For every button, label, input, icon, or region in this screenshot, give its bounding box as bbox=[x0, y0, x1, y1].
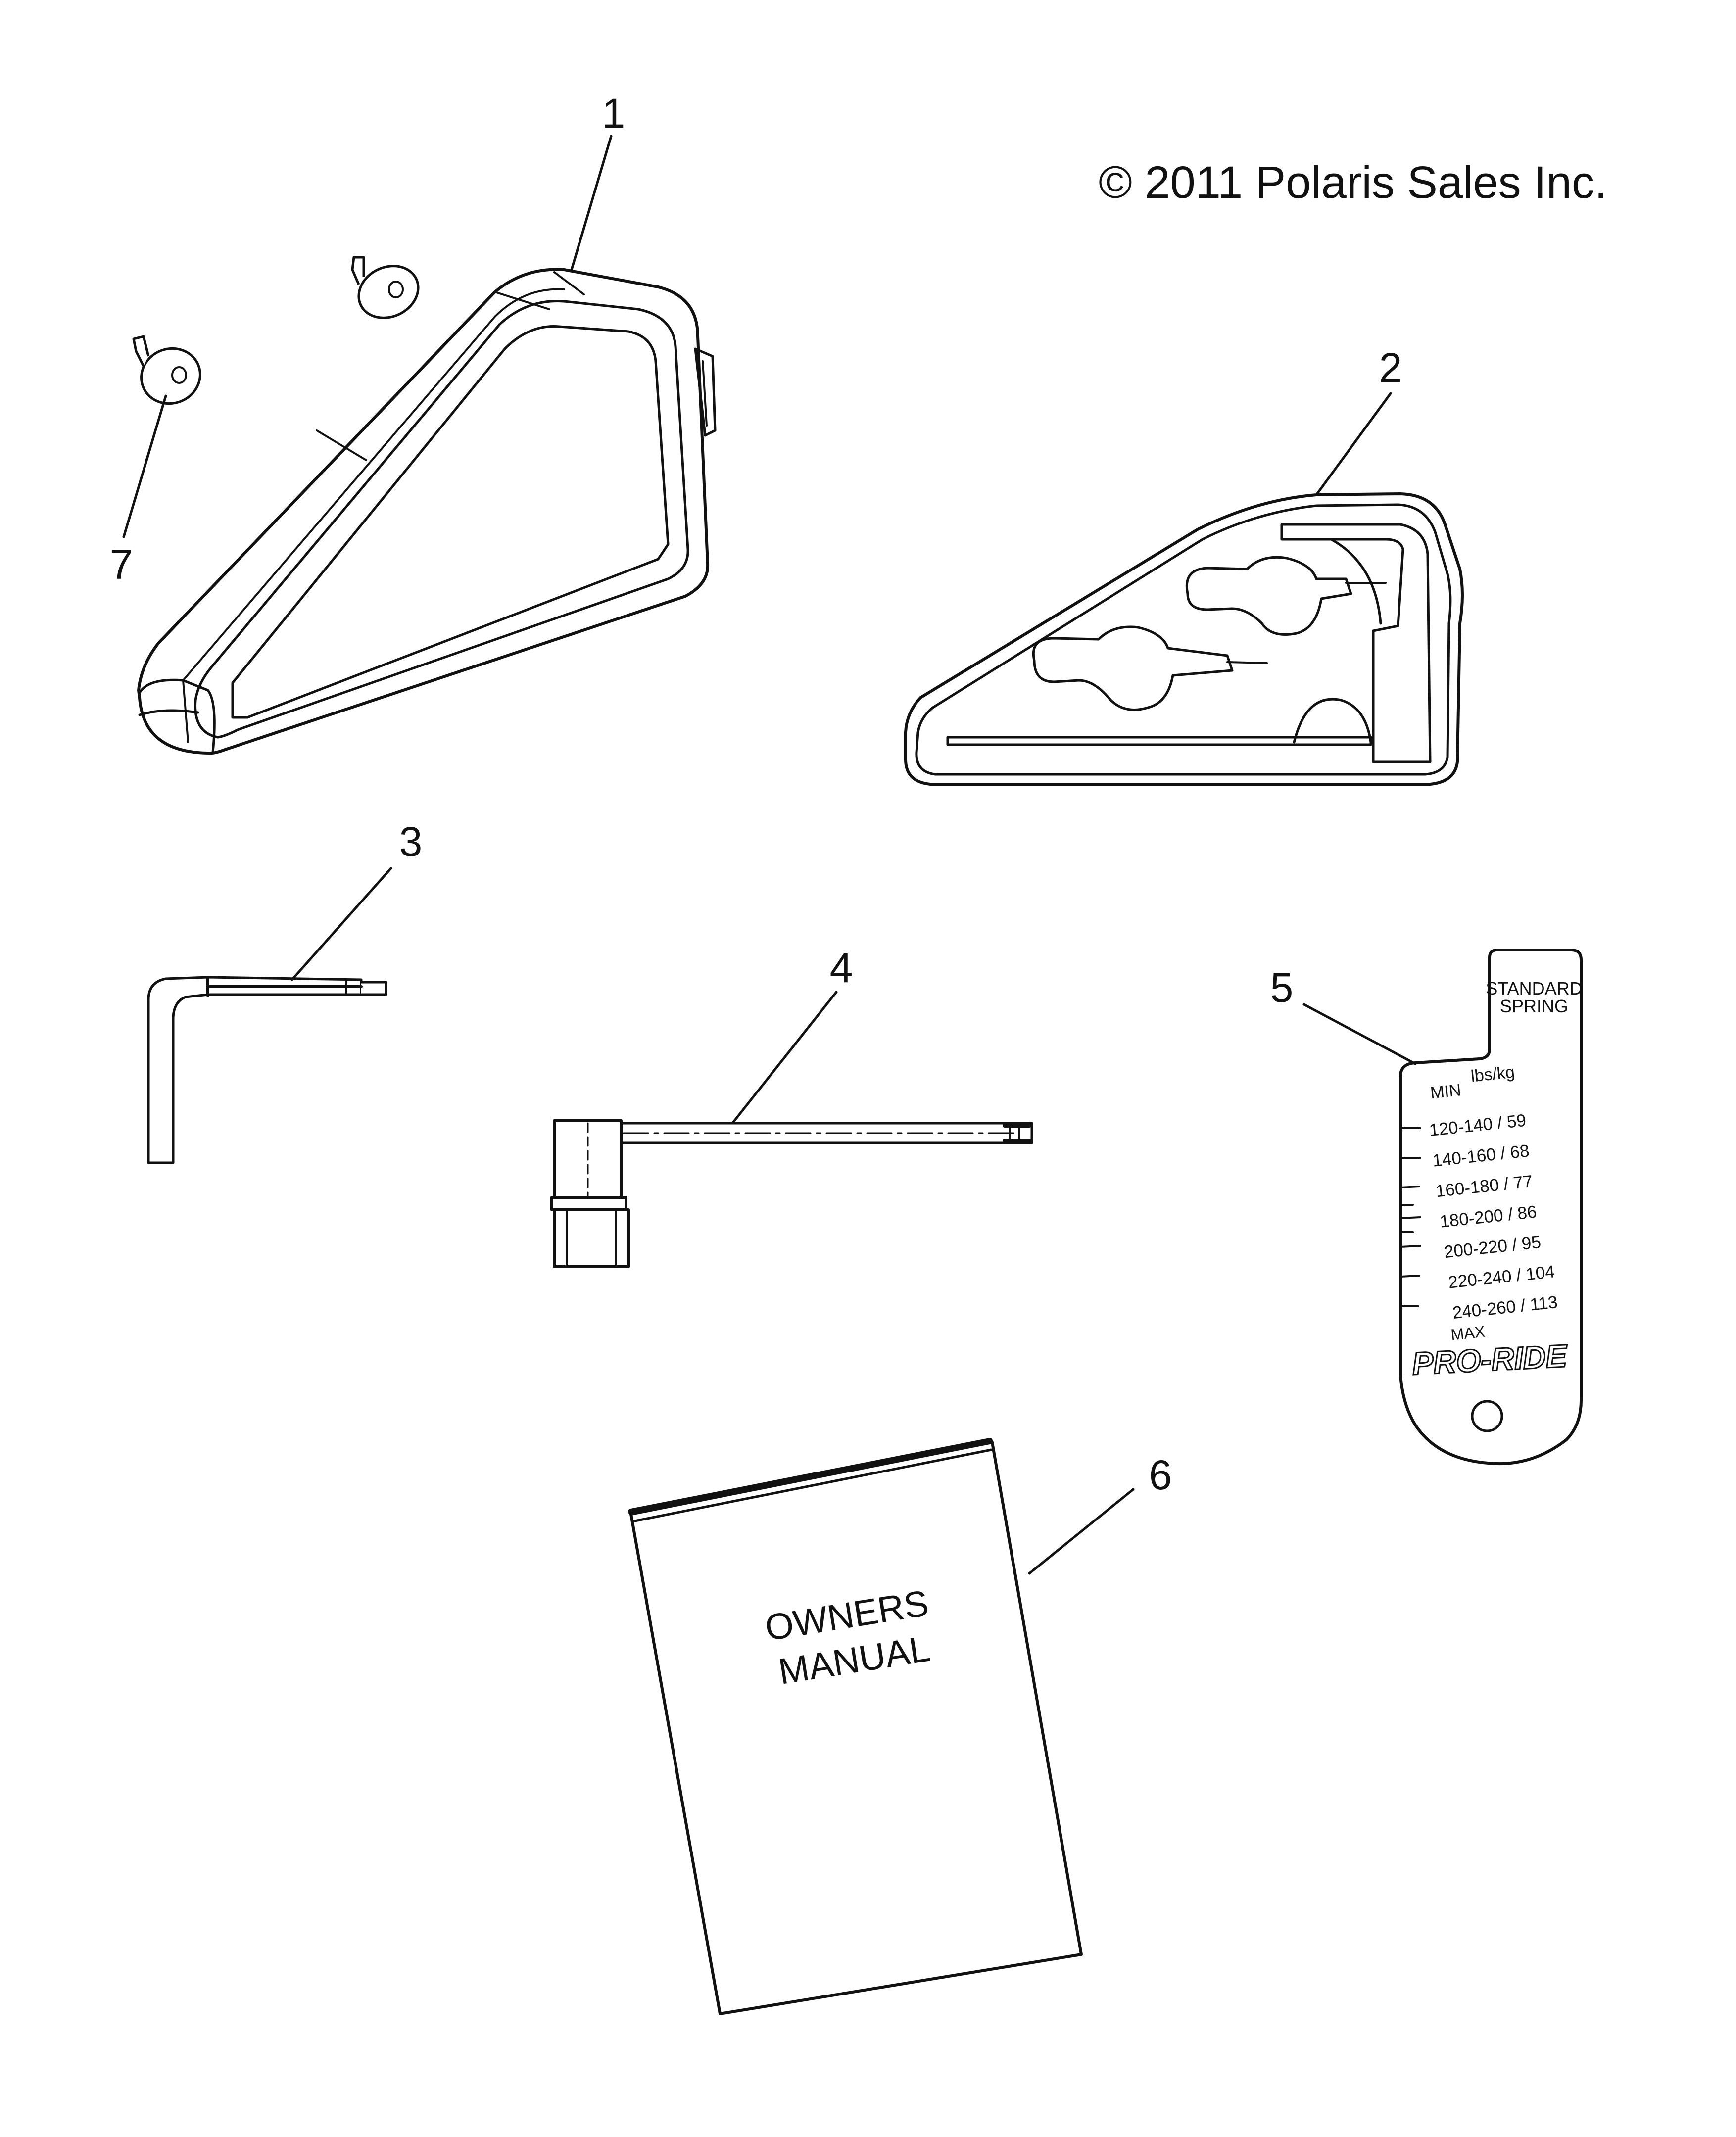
part-6-owners-manual: OWNERS MANUAL bbox=[628, 1438, 1083, 2015]
gauge-max-label: MAX bbox=[1450, 1323, 1486, 1344]
leader-lines bbox=[122, 135, 1417, 1575]
gauge-brand-logo: PRO-RIDE bbox=[1411, 1338, 1569, 1381]
part-4-plug-wrench bbox=[550, 1119, 1033, 1268]
callout-2: 2 bbox=[1379, 344, 1402, 391]
part-1-tool-bag bbox=[137, 268, 717, 755]
gauge-min-label: MIN bbox=[1429, 1081, 1462, 1102]
callout-5: 5 bbox=[1270, 964, 1294, 1011]
callout-3: 3 bbox=[399, 818, 423, 865]
part-7-push-rivet-b bbox=[132, 335, 201, 405]
gauge-units: lbs/kg bbox=[1470, 1063, 1515, 1086]
callout-4: 4 bbox=[830, 945, 853, 991]
callout-1: 1 bbox=[602, 90, 626, 137]
gauge-header-line2: SPRING bbox=[1500, 996, 1568, 1016]
part-3-hex-key bbox=[147, 976, 387, 1164]
callout-6: 6 bbox=[1149, 1452, 1172, 1498]
copyright-text: © 2011 Polaris Sales Inc. bbox=[1099, 157, 1607, 208]
callout-7: 7 bbox=[110, 541, 133, 588]
part-7-push-rivet-a bbox=[351, 256, 420, 319]
part-5-spring-gauge: STANDARD SPRING MIN lbs/kg 120-140 / 59 … bbox=[1399, 949, 1583, 1466]
part-2-tool-tray bbox=[904, 492, 1464, 786]
gauge-header-line1: STANDARD bbox=[1486, 978, 1582, 998]
